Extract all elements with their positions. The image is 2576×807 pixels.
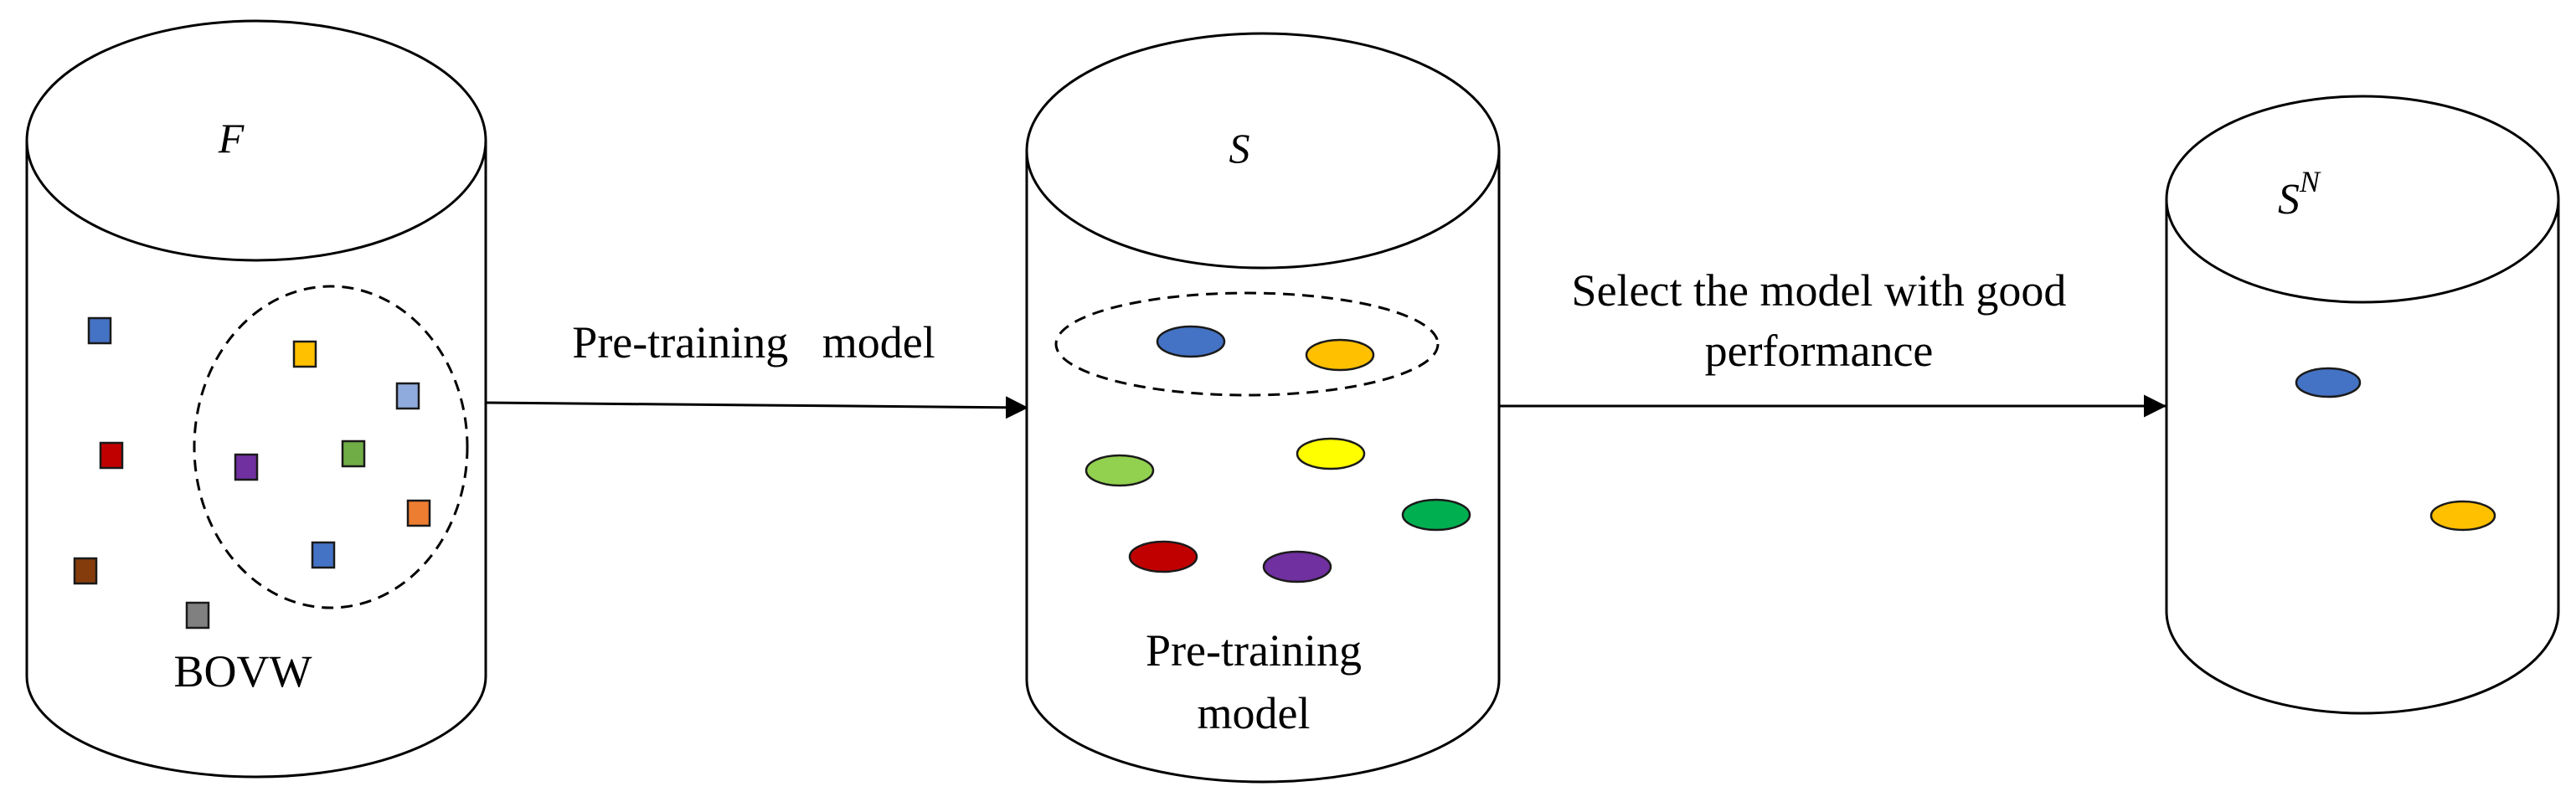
ellipse-result-1	[2295, 367, 2362, 398]
cylinder-sn-symbol: SN	[2278, 165, 2321, 224]
square-inside-4	[341, 439, 366, 468]
square-inside-5	[406, 499, 431, 527]
cylinder-sn: SN	[2165, 95, 2560, 715]
ellipse-other-1	[1084, 454, 1155, 487]
cylinder-f-symbol: F	[218, 115, 245, 162]
arrow-pretraining-label: Pre-training model	[572, 317, 935, 368]
cylinder-sn-top	[2165, 95, 2560, 304]
cylinder-s-top	[1025, 32, 1501, 270]
square-outside-4	[185, 601, 210, 630]
arrow-pretraining-line	[485, 396, 1029, 419]
ellipse-other-2	[1296, 437, 1366, 470]
ellipse-selected-1	[1156, 325, 1226, 358]
arrow-select-label-line1: Select the model with good	[1572, 265, 2067, 316]
ellipse-other-3	[1401, 498, 1471, 532]
square-outside-1	[87, 316, 112, 345]
square-inside-6	[311, 541, 336, 569]
cylinder-sn-body	[2165, 199, 2560, 715]
cylinder-s-label-line2: model	[1198, 688, 1311, 738]
ellipse-selected-2	[1305, 338, 1375, 372]
ellipse-other-4	[1128, 540, 1198, 573]
cylinder-f-top	[25, 19, 487, 262]
cylinder-s-label-line1: Pre-training	[1146, 625, 1362, 676]
square-inside-3	[234, 453, 259, 481]
arrow-pretraining: Pre-training model	[485, 317, 1029, 419]
cylinder-f-dashed-group	[193, 285, 469, 609]
cylinder-f: F BOVW	[25, 19, 487, 779]
square-outside-3	[73, 557, 98, 585]
arrow-select-label-line2: performance	[1705, 326, 1934, 376]
ellipse-other-5	[1262, 550, 1332, 583]
square-outside-2	[99, 441, 124, 470]
cylinder-s-dashed-group	[1054, 291, 1440, 397]
ellipse-result-2	[2429, 500, 2496, 532]
square-inside-2	[395, 382, 420, 410]
square-inside-1	[292, 340, 317, 368]
arrow-select: Select the model with good performance	[1499, 265, 2166, 418]
cylinder-s: S Pre-training model	[1025, 32, 1501, 784]
cylinder-s-symbol: S	[1229, 125, 1250, 172]
cylinder-f-label: BOVW	[174, 646, 312, 696]
